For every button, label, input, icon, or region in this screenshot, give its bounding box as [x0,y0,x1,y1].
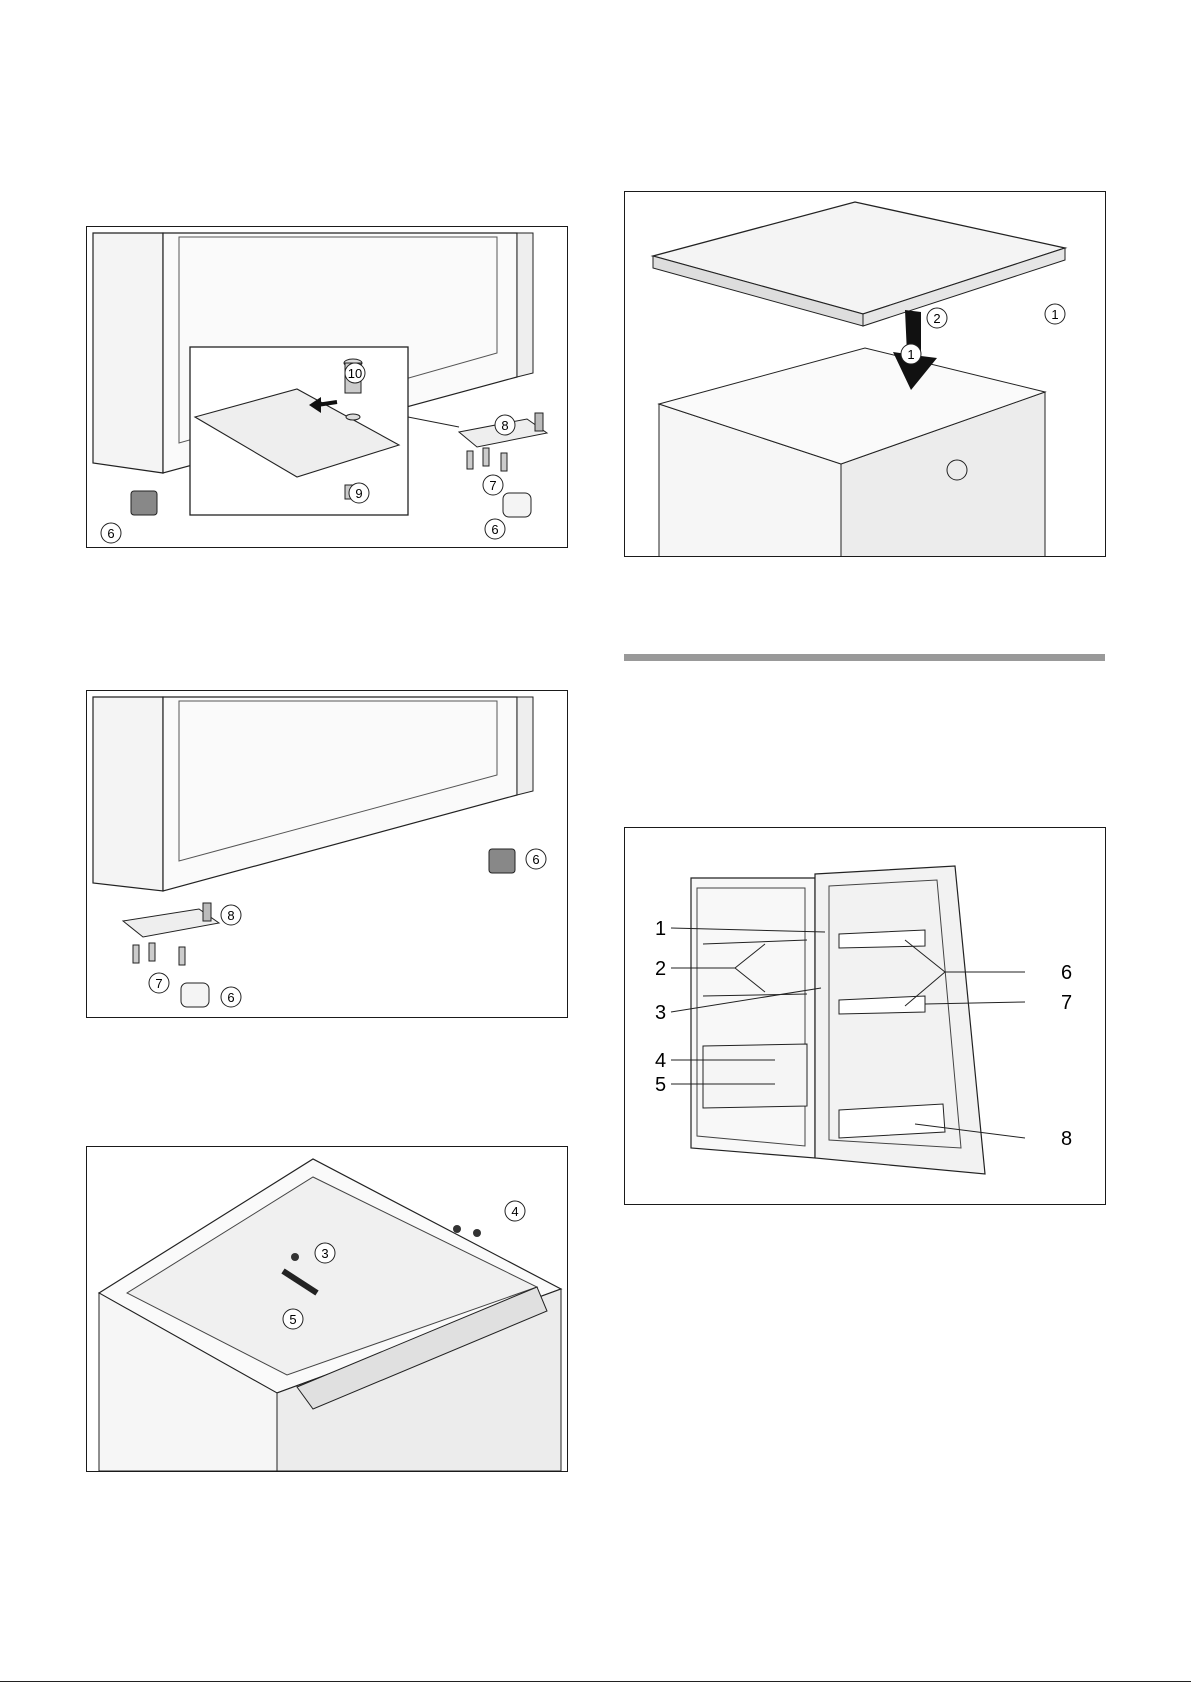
hinge-bottom-drawing: 10 8 9 7 6 6 [87,227,568,548]
callout-6-left: 6 [107,526,114,541]
label-7: 7 [1061,992,1072,1014]
callout-6-right: 6 [491,522,498,537]
label-1: 1 [655,918,666,940]
worktop-drawing: 2 1 1 [625,192,1106,557]
callout-10: 10 [348,366,362,381]
callout-1-right: 1 [1051,307,1058,322]
callout-6-top: 6 [532,852,539,867]
callout-3: 3 [321,1246,328,1261]
callout-6-bottom: 6 [227,990,234,1005]
label-5: 5 [655,1074,666,1096]
figure-hinge-swapped: 6 8 7 6 [86,690,568,1018]
callout-8: 8 [501,418,508,433]
figure-hinge-bottom: 10 8 9 7 6 6 [86,226,568,548]
callout-9: 9 [355,486,362,501]
callout-7: 7 [489,478,496,493]
label-6: 6 [1061,962,1072,984]
callout-8: 8 [227,908,234,923]
hinge-swapped-drawing: 6 8 7 6 [87,691,568,1018]
label-8: 8 [1061,1128,1072,1150]
footer-rule [0,1681,1191,1682]
appliance-drawing: 1 2 3 4 5 6 7 8 [625,828,1106,1205]
callout-4: 4 [511,1204,518,1219]
label-4: 4 [655,1050,666,1072]
section-rule [624,654,1105,661]
callout-1-left: 1 [907,347,914,362]
label-3: 3 [655,1002,666,1024]
figure-top-hinge: 4 3 5 [86,1146,568,1472]
top-hinge-drawing: 4 3 5 [87,1147,568,1472]
callout-2: 2 [933,311,940,326]
callout-7: 7 [155,976,162,991]
figure-appliance: 1 2 3 4 5 6 7 8 [624,827,1106,1205]
figure-worktop: 2 1 1 [624,191,1106,557]
label-2: 2 [655,958,666,980]
callout-5: 5 [289,1312,296,1327]
